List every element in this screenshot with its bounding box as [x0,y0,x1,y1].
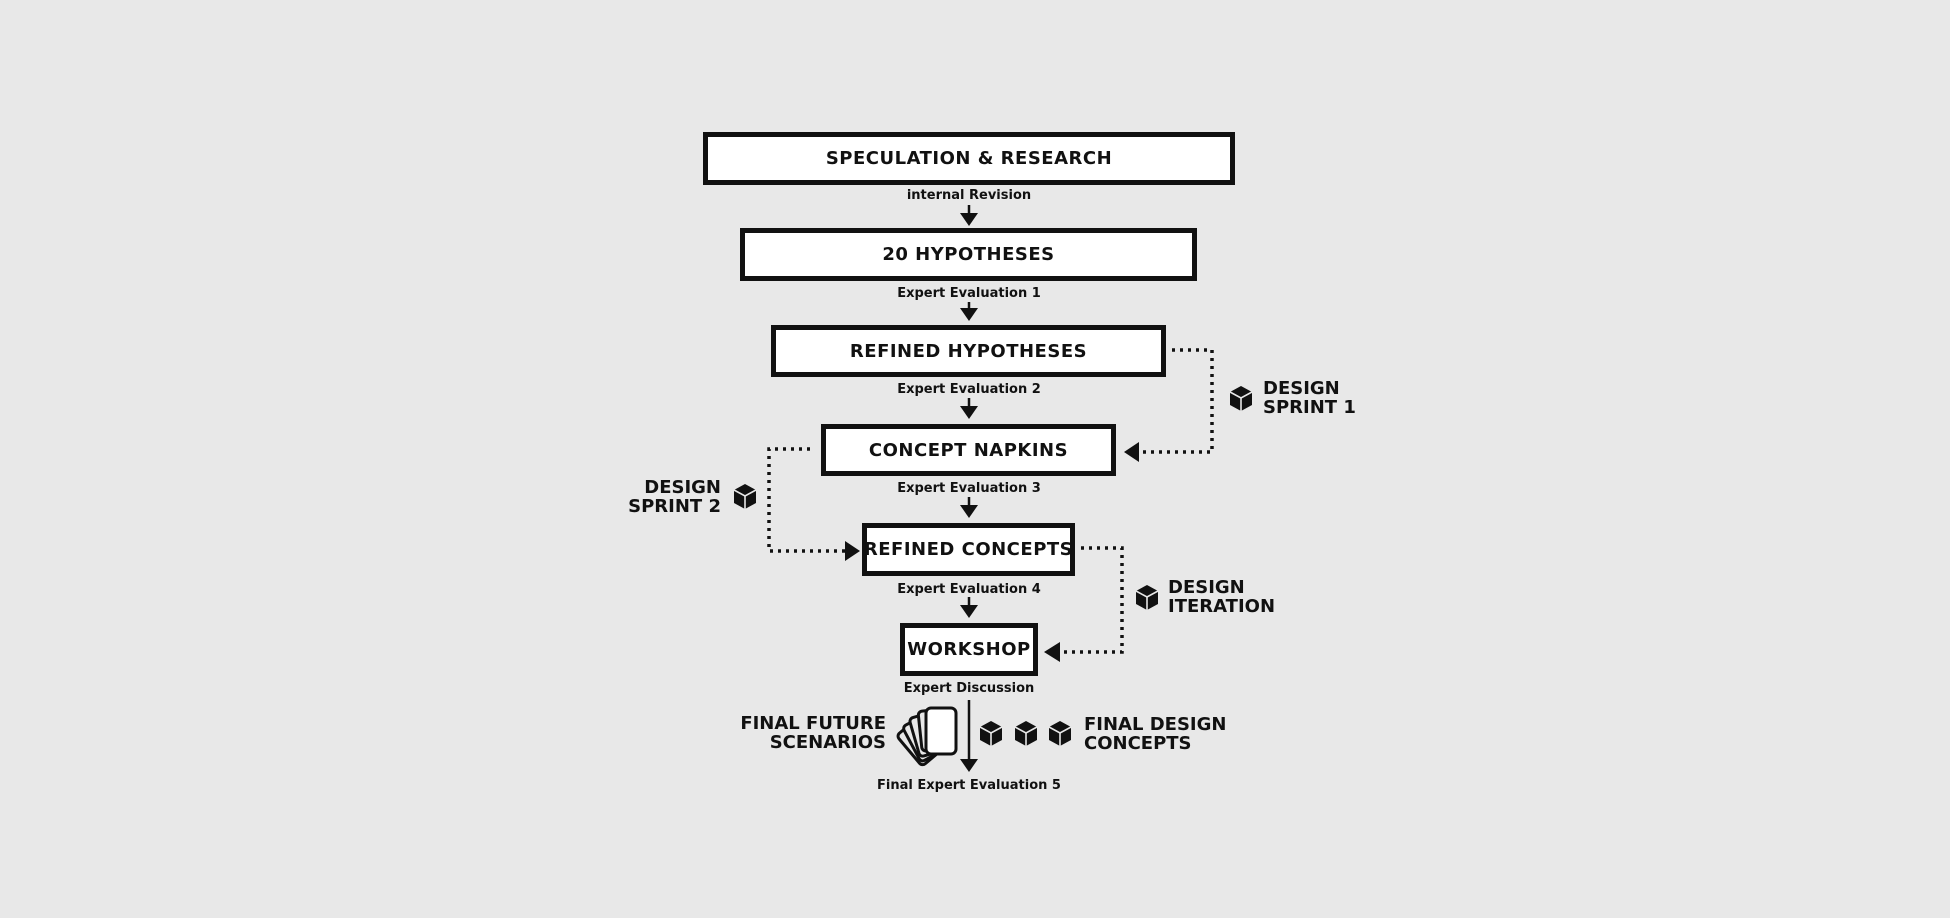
stage-box-workshop: WORKSHOP [900,623,1038,676]
stage-box-refined-hypotheses: REFINED HYPOTHESES [771,325,1166,377]
cube-icon [1014,720,1038,747]
cube-icon [979,720,1003,747]
stage-box-concept-napkins: CONCEPT NAPKINS [821,424,1116,476]
transition-label: Expert Evaluation 3 [897,481,1041,496]
flow-arrow [960,302,978,321]
cube-icon [733,483,757,510]
transition-label: Expert Evaluation 4 [897,582,1041,597]
transition-label: internal Revision [906,188,1032,203]
stage-box-speculation: SPECULATION & RESEARCH [703,132,1235,185]
loop-connector-iteration [1044,546,1124,662]
card-stack-icon [896,706,958,767]
final-flow-arrow [960,700,978,772]
cube-icon [1135,584,1159,611]
flow-arrow [960,205,978,226]
cube-icon [1048,720,1072,747]
transition-label: Expert Evaluation 1 [897,286,1041,301]
loop-connector-sprint-1 [1124,348,1214,462]
transition-label: Expert Evaluation 2 [897,382,1041,397]
flow-arrow [960,597,978,618]
flow-arrow [960,497,978,518]
stage-box-hypotheses: 20 HYPOTHESES [740,228,1197,281]
loop-connector-sprint-2 [767,447,860,561]
stage-box-refined-concepts: REFINED CONCEPTS [862,523,1075,576]
transition-label: Expert Discussion [903,681,1035,696]
cube-icon [1229,385,1253,412]
transition-label: Final Expert Evaluation 5 [877,778,1061,793]
flow-arrow [960,398,978,419]
